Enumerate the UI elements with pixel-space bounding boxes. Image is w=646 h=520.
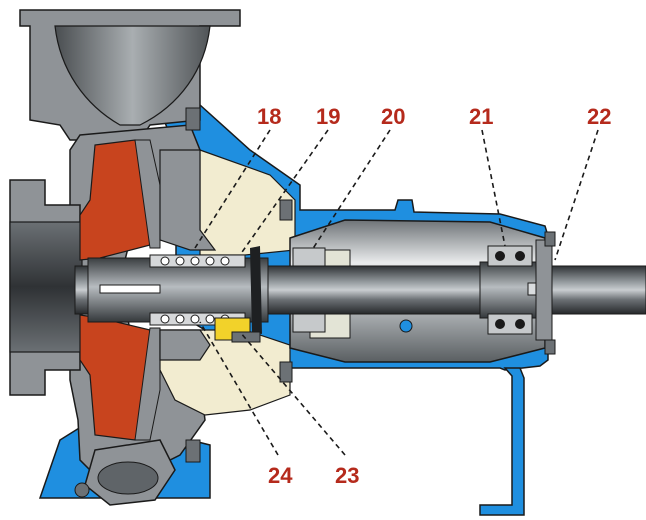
front-bearing-lower	[292, 313, 326, 333]
callout-labels: 18 19 20 21 22 23 24	[257, 104, 611, 488]
seal-chamber	[159, 149, 296, 416]
seal-face	[250, 246, 262, 334]
shaft-assembly	[74, 257, 646, 323]
bearing-end-cover	[535, 239, 553, 341]
label-18: 18	[257, 104, 281, 129]
leader-24	[199, 321, 279, 456]
label-22: 22	[587, 104, 611, 129]
support-leg	[479, 367, 525, 516]
label-19: 19	[316, 104, 340, 129]
front-bearing-upper	[292, 247, 326, 267]
oil-level-indicator	[399, 319, 413, 333]
bolts	[74, 107, 556, 498]
gland-bolt	[231, 331, 261, 343]
label-20: 20	[381, 104, 405, 129]
seal-cover-upper	[159, 149, 217, 251]
label-24: 24	[268, 463, 293, 488]
leader-20	[311, 129, 391, 251]
suction-inlet	[9, 221, 83, 353]
mechanical-seal	[149, 246, 262, 343]
drain-passage	[97, 461, 159, 495]
label-21: 21	[469, 104, 493, 129]
leader-21	[481, 129, 506, 247]
impeller	[79, 139, 161, 441]
seal-spring-balls	[160, 256, 230, 324]
discharge-funnel	[54, 25, 211, 126]
label-23: 23	[335, 463, 359, 488]
shaft-keyway	[99, 284, 161, 294]
seal-cover-lower	[159, 329, 211, 361]
leader-19	[239, 129, 329, 256]
leader-lines	[194, 129, 599, 456]
bearings	[292, 239, 553, 341]
impeller-shroud-lower	[134, 327, 161, 441]
leader-22	[554, 129, 599, 261]
rear-bearing-upper	[487, 245, 533, 267]
rear-bearing-lower	[487, 313, 533, 335]
